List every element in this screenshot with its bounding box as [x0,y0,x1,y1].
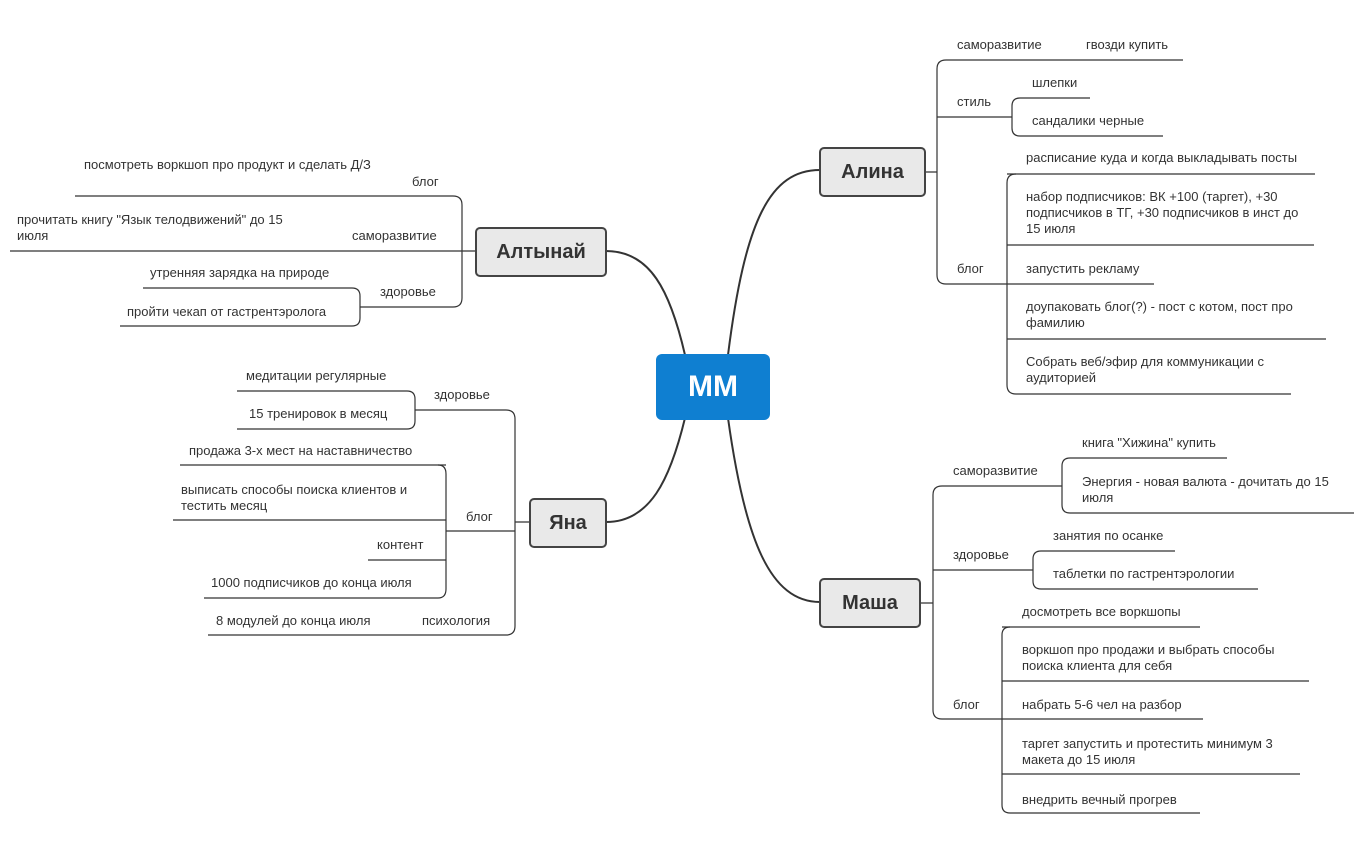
yana-psych-item-1[interactable]: 8 модулей до конца июля [216,613,371,628]
connector-yana-trunk [505,409,529,636]
alina-cat-style[interactable]: стиль [957,94,992,109]
altynai-cat-blog[interactable]: блог [412,174,439,189]
masha-blog-item-5[interactable]: внедрить вечный прогрев [1022,792,1177,807]
connector-alina-style-bracket [1011,97,1021,137]
masha-selfdev-item-1[interactable]: книга "Хижина" купить [1082,435,1216,450]
masha-cat-blog[interactable]: блог [953,697,980,712]
altynai-health-item-2[interactable]: пройти чекап от гастрентэролога [127,304,327,319]
yana-cat-health[interactable]: здоровье [434,387,490,402]
altynai-blog-item-1[interactable]: посмотреть воркшоп про продукт и сделать… [84,157,371,172]
node-altynai[interactable]: Алтынай [475,227,607,277]
alina-blog-item-1[interactable]: расписание куда и когда выкладывать пост… [1026,150,1298,165]
altynai-cat-health[interactable]: здоровье [380,284,436,299]
yana-cat-psych[interactable]: психология [422,613,491,628]
yana-blog-item-3[interactable]: контент [377,537,424,552]
root-node[interactable]: MM [656,354,770,420]
masha-cat-selfdev[interactable]: саморазвитие [953,463,1038,478]
masha-blog-item-3[interactable]: набрать 5-6 чел на разбор [1022,697,1182,712]
altynai-selfdev-item-1[interactable]: прочитать книгу "Язык телодвижений" до 1… [17,212,283,243]
yana-blog-item-4[interactable]: 1000 подписчиков до конца июля [211,575,412,590]
yana-cat-blog[interactable]: блог [466,509,493,524]
alina-blog-item-3[interactable]: запустить рекламу [1026,261,1140,276]
alina-blog-item-2[interactable]: набор подписчиков: ВК +100 (таргет), +30… [1026,189,1299,236]
alina-style-item-1[interactable]: шлепки [1032,75,1078,90]
masha-cat-health[interactable]: здоровье [953,547,1009,562]
alina-style-item-2[interactable]: сандалики черные [1032,113,1145,128]
masha-blog-item-1[interactable]: досмотреть все воркшопы [1022,604,1181,619]
connector-alina-trunk [925,59,947,285]
masha-blog-item-4[interactable]: таргет запустить и протестить минимум 3 … [1022,736,1273,767]
connector-root-yana [605,417,686,523]
masha-health-item-1[interactable]: занятия по осанке [1053,528,1164,543]
node-alina[interactable]: Алина [819,147,926,197]
altynai-health-item-1[interactable]: утренняя зарядка на природе [150,265,330,280]
connector-root-masha [727,417,821,603]
node-masha[interactable]: Маша [819,578,921,628]
yana-blog-item-2[interactable]: выписать способы поиска клиентов и тести… [181,482,408,513]
alina-cat-selfdev[interactable]: саморазвитие [957,37,1042,52]
connector-root-alina [727,169,821,356]
alina-cat-blog[interactable]: блог [957,261,984,276]
alina-blog-item-5[interactable]: Собрать веб/эфир для коммуникации с ауди… [1026,354,1265,385]
node-yana[interactable]: Яна [529,498,607,548]
yana-health-item-1[interactable]: медитации регулярные [246,368,387,383]
yana-blog-item-1[interactable]: продажа 3-х мест на наставничество [189,443,413,458]
masha-selfdev-item-2[interactable]: Энергия - новая валюта - дочитать до 15 … [1082,474,1329,505]
alina-blog-item-4[interactable]: доупаковать блог(?) - пост с котом, пост… [1026,299,1293,330]
yana-health-item-2[interactable]: 15 тренировок в месяц [249,406,388,421]
masha-blog-item-2[interactable]: воркшоп про продажи и выбрать способы по… [1022,642,1275,673]
alina-selfdev-item-1[interactable]: гвозди купить [1086,37,1169,52]
connector-root-altynai [605,250,686,356]
connector-masha-trunk [920,485,943,720]
altynai-cat-selfdev[interactable]: саморазвитие [352,228,437,243]
masha-health-item-2[interactable]: таблетки по гастрентэрологии [1053,566,1235,581]
